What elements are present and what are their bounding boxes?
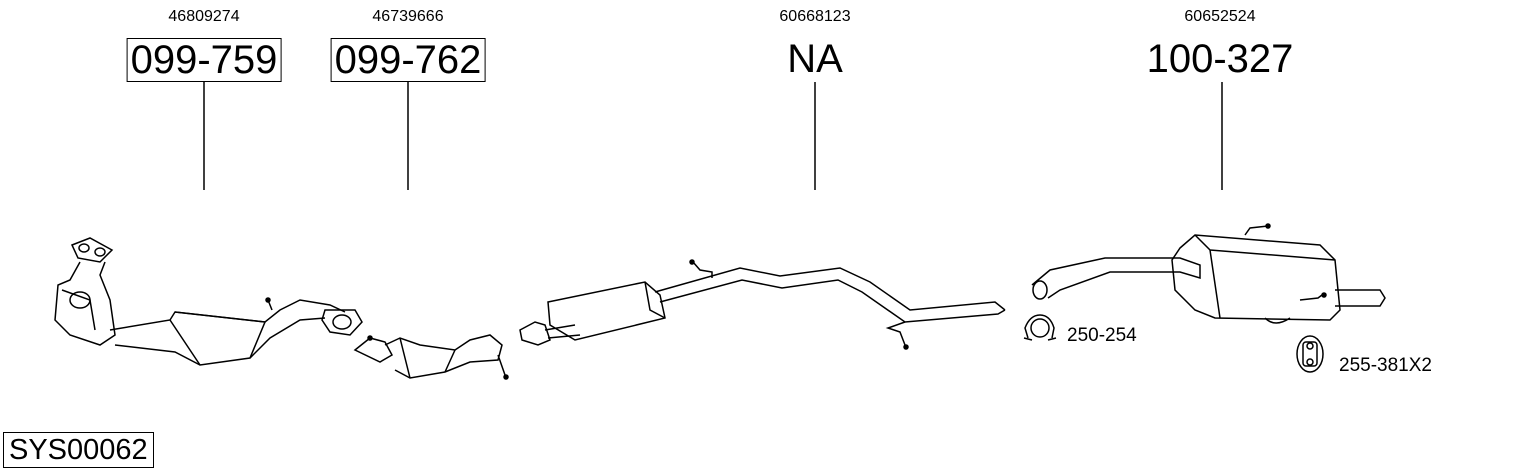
oem-number: 46739666 [372, 8, 444, 25]
oem-number: 60668123 [779, 8, 851, 25]
accessory-clamp-label[interactable]: 250-254 [1067, 325, 1137, 346]
system-code: SYS00062 [3, 432, 154, 468]
catalyst-drawing [353, 334, 509, 380]
rubber-hanger-icon [1296, 335, 1324, 373]
center-pipe-resonator-drawing [519, 259, 1006, 350]
oem-number: 46809274 [168, 8, 240, 25]
part-number-label[interactable]: 100-327 [1146, 37, 1294, 81]
part-number-label[interactable]: 099-762 [330, 38, 486, 82]
rear-silencer-drawing [1031, 223, 1386, 324]
front-pipe-catalyst-drawing [54, 237, 363, 366]
part-number-label: NA [787, 37, 843, 81]
accessory-hanger-label[interactable]: 255-381X2 [1339, 355, 1432, 376]
oem-number: 60652524 [1184, 8, 1256, 25]
part-number-label[interactable]: 099-759 [126, 38, 282, 82]
clamp-icon [1023, 314, 1057, 341]
